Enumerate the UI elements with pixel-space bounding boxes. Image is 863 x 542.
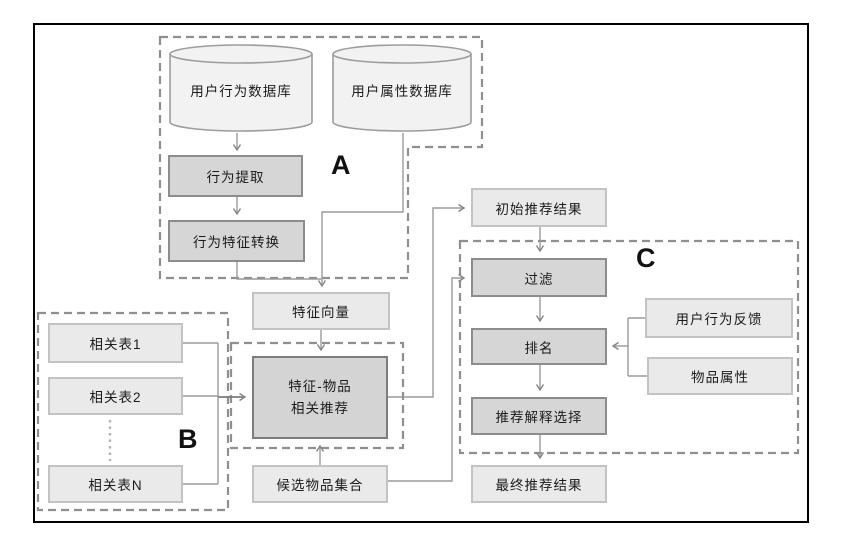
behavior-extraction-box: 行为提取	[168, 155, 303, 197]
user-behavior-db: 用户行为数据库	[172, 70, 310, 110]
group-c-label: C	[636, 243, 656, 273]
related-table-n-box: 相关表N	[48, 465, 183, 503]
related-table-1-label: 相关表1	[89, 337, 142, 352]
connector-feedback-bracket	[627, 317, 647, 377]
feature-vector-box: 特征向量	[252, 292, 390, 330]
ranking-box: 排名	[471, 328, 607, 365]
candidate-item-set-label: 候选物品集合	[276, 478, 364, 493]
filter-box: 过滤	[471, 258, 607, 297]
candidate-item-set-box: 候选物品集合	[252, 465, 388, 503]
behavior-feature-conversion-label: 行为特征转换	[193, 235, 280, 250]
initial-result-box: 初始推荐结果	[471, 188, 607, 227]
user-behavior-feedback-label: 用户行为反馈	[675, 312, 763, 327]
filter-label: 过滤	[524, 271, 554, 287]
initial-result-label: 初始推荐结果	[495, 201, 583, 217]
explanation-selection-box: 推荐解释选择	[471, 397, 607, 435]
behavior-extraction-label: 行为提取	[206, 170, 265, 185]
final-result-label: 最终推荐结果	[495, 478, 583, 493]
item-attributes-label: 物品属性	[691, 370, 749, 385]
connector-conversion-to-featurevector	[236, 262, 321, 280]
connector-attributedb-to-featurevector	[317, 133, 404, 288]
related-table-2-label: 相关表2	[89, 390, 142, 405]
ranking-label: 排名	[524, 340, 554, 356]
group-b-label: B	[178, 424, 198, 454]
final-result-box: 最终推荐结果	[471, 465, 607, 503]
user-behavior-feedback-box: 用户行为反馈	[645, 298, 793, 338]
user-behavior-db-cylinder	[169, 44, 313, 132]
group-b-outline	[36, 311, 230, 512]
user-attribute-db-cylinder	[332, 44, 472, 132]
feature-item-recommend-box: 特征-物品 相关推荐	[252, 356, 388, 439]
user-behavior-db-label: 用户行为数据库	[190, 84, 292, 99]
related-table-2-box: 相关表2	[48, 377, 183, 415]
feature-item-recommend-line2: 相关推荐	[291, 400, 349, 416]
group-a-outline	[158, 35, 484, 280]
user-attribute-db: 用户属性数据库	[335, 70, 469, 110]
related-table-1-box: 相关表1	[48, 323, 183, 363]
group-c-outline	[458, 239, 800, 455]
outer-frame	[33, 23, 809, 523]
connector-featureitem-to-initial	[388, 203, 466, 398]
user-attribute-db-label: 用户属性数据库	[351, 84, 453, 99]
connector-related-tables-bus	[183, 342, 219, 485]
feature-item-recommend-line1: 特征-物品	[288, 378, 352, 394]
feature-item-group-outline	[229, 341, 405, 450]
connector-candidate-to-filter	[388, 273, 466, 482]
group-a-label: A	[331, 150, 351, 180]
related-table-n-label: 相关表N	[88, 478, 143, 493]
item-attributes-box: 物品属性	[647, 357, 793, 395]
behavior-feature-conversion-box: 行为特征转换	[168, 220, 305, 262]
explanation-selection-label: 推荐解释选择	[495, 410, 583, 425]
feature-vector-label: 特征向量	[292, 305, 350, 320]
